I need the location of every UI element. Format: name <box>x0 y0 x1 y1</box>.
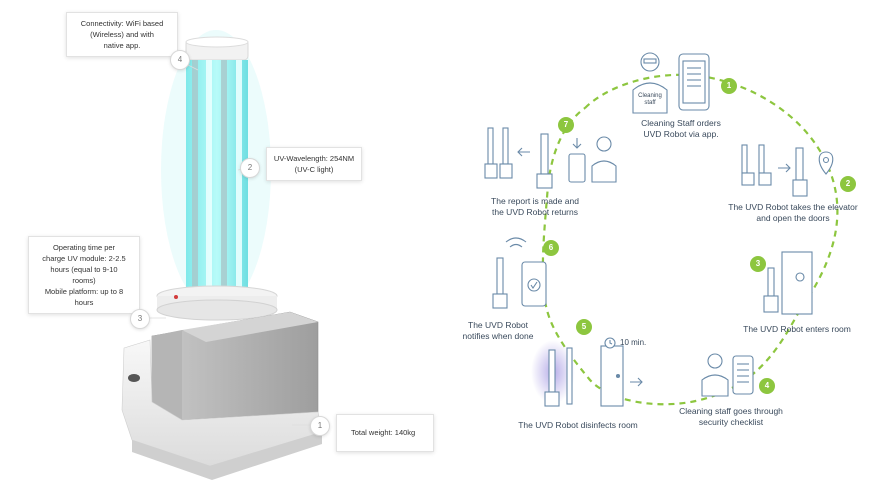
callout-line: UV-Wavelength: 254NM <box>273 154 355 163</box>
callout-line: (UV-C light) <box>294 165 334 174</box>
step-caption-7: The report is made and the UVD Robot ret… <box>470 196 600 218</box>
callout-line: (Wireless) and with <box>90 30 154 39</box>
step4-illustration <box>701 353 754 397</box>
step-caption-1: Cleaning Staff orders UVD Robot via app. <box>616 118 746 140</box>
step1-illustration <box>632 52 710 114</box>
callout-line: charge UV module: 2-2.5 <box>42 254 126 263</box>
callout-line: Operating time per <box>52 243 116 252</box>
callout-line: hours <box>74 298 94 307</box>
step-caption-2: The UVD Robot takes the elevator and ope… <box>718 202 868 224</box>
callout-line: hours (equal to 9-10 <box>50 265 118 274</box>
step-number-5: 5 <box>576 319 592 335</box>
callout-connectivity: Connectivity: WiFi based (Wireless) and … <box>66 12 178 57</box>
callout-line: rooms) <box>72 276 96 285</box>
step-number-2: 2 <box>840 176 856 192</box>
callout-line: native app. <box>103 41 141 50</box>
step-caption-line: the UVD Robot returns <box>492 207 578 217</box>
callout-line: Connectivity: WiFi based <box>80 19 164 28</box>
step-caption-line: security checklist <box>698 417 764 427</box>
step3-illustration <box>763 251 813 315</box>
callout-line: Mobile platform: up to 8 <box>44 287 124 296</box>
callout-marker-connectivity: 4 <box>170 50 190 70</box>
step-number-7: 7 <box>558 117 574 133</box>
step-caption-6: The UVD Robot notifies when done <box>448 320 548 342</box>
step-caption-line: The report is made and <box>491 196 579 206</box>
step-caption-line: The UVD Robot takes the elevator <box>728 202 858 212</box>
step-caption-4: Cleaning staff goes through security che… <box>666 406 796 428</box>
step-caption-line: The UVD Robot enters room <box>743 324 851 334</box>
staff-badge: Cleaning staff <box>636 93 664 107</box>
step-number-4: 4 <box>759 378 775 394</box>
timer-label: 10 min. <box>620 338 647 347</box>
step2-illustration <box>741 144 834 197</box>
step-number-6: 6 <box>543 240 559 256</box>
callout-line: Total weight: 140kg <box>351 428 416 437</box>
uvd-robot-illustration <box>121 30 323 480</box>
step-caption-line: Cleaning staff goes through <box>679 406 783 416</box>
callout-wavelength: UV-Wavelength: 254NM (UV-C light) <box>266 147 362 181</box>
step-caption-line: The UVD Robot disinfects room <box>518 420 638 430</box>
staff-badge-line: staff <box>644 100 656 106</box>
step7-illustration <box>484 127 617 189</box>
step-caption-line: Cleaning Staff orders <box>641 118 721 128</box>
callout-marker-wavelength: 2 <box>240 158 260 178</box>
callout-marker-operating-time: 3 <box>130 309 150 329</box>
step-caption-line: UVD Robot via app. <box>643 129 719 139</box>
step6-illustration <box>492 237 547 309</box>
callout-weight: Total weight: 140kg <box>336 414 434 452</box>
step-caption-3: The UVD Robot enters room <box>732 324 862 335</box>
step-caption-line: The UVD Robot <box>468 320 528 330</box>
callout-marker-weight: 1 <box>310 416 330 436</box>
staff-badge-line: Cleaning <box>638 93 662 99</box>
step-caption-5: The UVD Robot disinfects room <box>508 420 648 431</box>
step-caption-line: notifies when done <box>462 331 534 341</box>
step-number-3: 3 <box>750 256 766 272</box>
step-number-1: 1 <box>721 78 737 94</box>
step-caption-line: and open the doors <box>756 213 830 223</box>
step5-illustration <box>531 337 643 407</box>
callout-operating-time: Operating time per charge UV module: 2-2… <box>28 236 140 314</box>
